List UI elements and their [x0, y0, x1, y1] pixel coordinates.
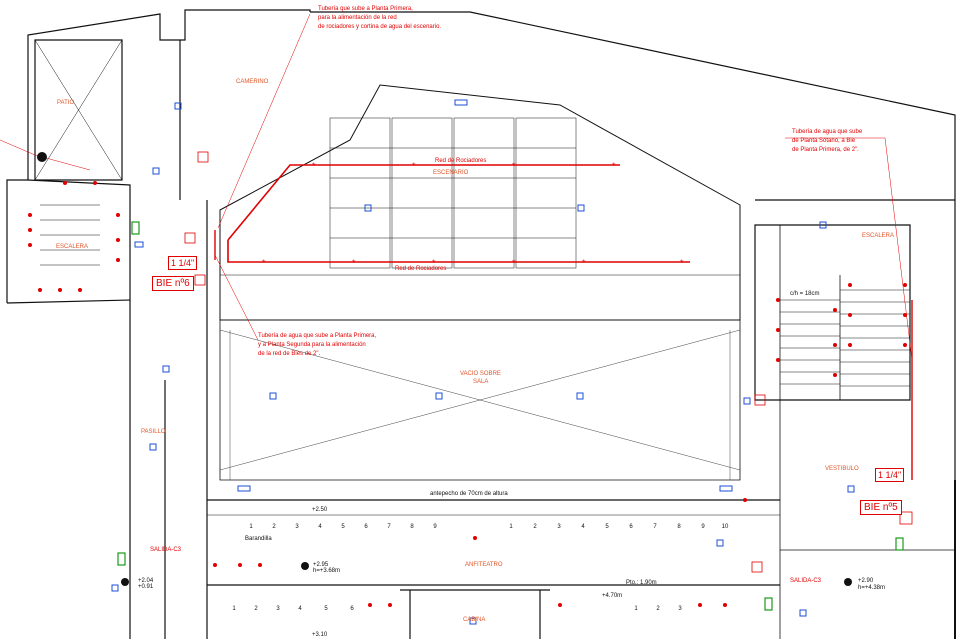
seat-number: 9: [701, 524, 705, 530]
seat-number: 3: [295, 524, 299, 530]
label-level-pasillo-b: +0.91: [138, 584, 154, 590]
sprinkler-icon: *: [680, 258, 684, 268]
label-red-rociadores-bottom: Red de Rociadores: [395, 266, 447, 272]
note-right-line-3: de Planta Primera, de 2".: [792, 147, 859, 153]
room-label-camerino: CAMERINO: [236, 79, 269, 85]
label-level-pasillo-a: +2.04: [138, 578, 154, 584]
sprinkler-icon: *: [352, 258, 356, 268]
seat-number: 2: [254, 606, 258, 612]
seat-number: 6: [629, 524, 633, 530]
label-barandilla: Barandilla: [245, 536, 272, 542]
label-level-right-h: h=+4.38m: [858, 585, 886, 591]
seat-number: 7: [653, 524, 657, 530]
label-red-rociadores-top: Red de Rociadores: [435, 158, 487, 164]
seat-number: 1: [509, 524, 513, 530]
exit-label-right: SALIDA-C3: [790, 578, 822, 584]
leader-lines: [0, 13, 913, 361]
room-label-patio: PATIO: [57, 100, 75, 106]
label-level-2-50: +2.50: [312, 507, 328, 513]
note-top: Tubería que sube a Planta Primera, para …: [318, 5, 441, 32]
seat-number: 3: [557, 524, 561, 530]
seat-number: 6: [350, 606, 354, 612]
room-label-pasillo: PASILLO: [141, 429, 166, 435]
sprinkler-network: [227, 164, 690, 263]
sprinkler-icon: *: [312, 161, 316, 171]
label-bottom-level: +3.10: [312, 632, 328, 638]
emergency-lights: [28, 181, 907, 607]
bie-left-label: BIE nº6: [152, 276, 194, 291]
room-label-escenario: ESCENARIO: [433, 170, 469, 176]
seat-number: 1: [232, 606, 236, 612]
sprinkler-icon: *: [512, 161, 516, 171]
seat-number: 5: [341, 524, 345, 530]
room-label-vacio-sobre: VACIO SOBRE: [460, 371, 501, 377]
label-contrahuella: c/h = 18cm: [790, 291, 820, 297]
label-level-anfiteatro-h: h=+3.68m: [313, 568, 341, 574]
note-top-line-3: de rociadores y cortina de agua del esce…: [318, 24, 442, 30]
extinguishers: [111, 99, 855, 625]
sprinkler-icon: *: [612, 161, 616, 171]
label-level-anfiteatro: +2.95: [313, 562, 329, 568]
bie-right-size: 1 1/4": [875, 468, 905, 482]
room-label-escalera-left: ESCALERA: [56, 244, 89, 250]
seat-number: 3: [276, 606, 280, 612]
seat-number: 10: [721, 524, 729, 530]
room-label-sala: SALA: [473, 379, 489, 385]
sprinkler-icon: *: [432, 258, 436, 268]
label-pto: Pto.: 1.90m: [626, 580, 657, 586]
note-middle: Tubería de agua que sube a Planta Primer…: [258, 332, 376, 359]
seat-number: 9: [433, 524, 437, 530]
room-label-anfiteatro: ANFITEATRO: [465, 562, 503, 568]
seat-number: 8: [410, 524, 414, 530]
seat-number: 1: [249, 524, 253, 530]
seat-number: 8: [677, 524, 681, 530]
room-label-cabina: CABINA: [463, 617, 486, 623]
label-level-4-70: +4.70m: [602, 593, 623, 599]
seat-number: 4: [318, 524, 322, 530]
walls: [6, 9, 956, 639]
note-right-line-2: de Planta Sótano, a Bie: [792, 138, 856, 144]
label-antepecho: antepecho de 70cm de altura: [430, 491, 508, 497]
seat-number: 5: [324, 606, 328, 612]
sprinkler-icon: *: [512, 258, 516, 268]
room-label-escalera-right: ESCALERA: [862, 233, 895, 239]
sprinkler-icon: *: [262, 258, 266, 268]
smoke-detectors: [184, 151, 913, 573]
note-middle-line-2: y a Planta Segunda para la alimentación: [258, 342, 366, 348]
sprinkler-icon: *: [412, 161, 416, 171]
seat-number: 1: [634, 606, 638, 612]
seat-number: 4: [298, 606, 302, 612]
exit-signs: [117, 221, 904, 611]
room-label-vestibulo: VESTIBULO: [825, 466, 859, 472]
note-top-line-1: Tubería que sube a Planta Primera,: [318, 6, 413, 12]
level-markers: [37, 152, 852, 586]
bie-right-label: BIE nº5: [860, 500, 902, 515]
seat-number: 2: [656, 606, 660, 612]
seat-number: 6: [364, 524, 368, 530]
seat-number: 2: [533, 524, 537, 530]
stair-treads: [40, 204, 910, 387]
stage-grid: [329, 117, 577, 269]
note-right-line-1: Tubería de agua que sube: [792, 129, 863, 135]
seat-number: 7: [387, 524, 391, 530]
seat-number: 5: [605, 524, 609, 530]
sprinkler-icon: *: [582, 258, 586, 268]
note-middle-line-3: de la red de Bies de 2".: [258, 351, 321, 357]
sprinkler-heads: * * * * * * * * * *: [262, 161, 684, 268]
exit-label-left: SALIDA-C3: [150, 547, 182, 553]
seat-number: 2: [272, 524, 276, 530]
note-top-line-2: para la alimentación de la red: [318, 15, 397, 21]
bie-left-size: 1 1/4": [168, 256, 198, 270]
seat-number: 4: [581, 524, 585, 530]
seat-number: 3: [678, 606, 682, 612]
note-middle-line-1: Tubería de agua que sube a Planta Primer…: [258, 333, 377, 339]
note-right: Tubería de agua que sube de Planta Sótan…: [792, 128, 862, 155]
label-level-right: +2.90: [858, 578, 874, 584]
